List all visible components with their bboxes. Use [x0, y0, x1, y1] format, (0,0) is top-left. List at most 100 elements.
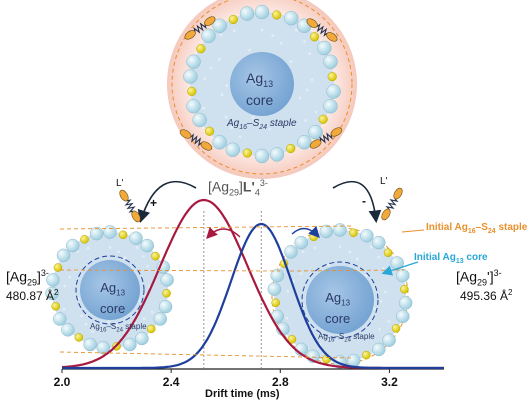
ligand	[309, 127, 343, 149]
sulfur-atom	[80, 235, 89, 244]
shell-speckle	[138, 299, 142, 303]
sulfur-atom	[272, 10, 282, 20]
silver-atom	[269, 147, 285, 162]
top-staple-label: Ag16–S24 staple	[227, 118, 297, 131]
shell-speckle	[91, 330, 95, 334]
silver-atom	[96, 340, 111, 355]
shell-speckle	[285, 316, 289, 320]
sulfur-atom	[349, 228, 358, 237]
free-ligand-right	[381, 187, 403, 221]
silver-atom	[201, 28, 216, 44]
initial-core-arrow	[381, 261, 419, 276]
silver-atom	[89, 226, 104, 241]
silver-atom	[372, 342, 386, 357]
sulfur-atom	[187, 86, 197, 96]
sulfur-atom	[53, 263, 63, 272]
silver-atom	[323, 98, 338, 114]
shell-speckle	[268, 127, 272, 131]
top-cluster	[179, 4, 343, 164]
left-cluster-formula: [Ag29]3-	[6, 268, 49, 288]
silver-atom	[284, 10, 299, 26]
silver-atom	[45, 286, 59, 301]
shell-speckle	[77, 297, 80, 300]
x-axis-title: Drift time (ms)	[205, 388, 280, 400]
x-tick-label: 2.0	[54, 375, 71, 389]
shell-speckle	[314, 110, 318, 114]
sulfur-atom	[162, 289, 171, 298]
shell-speckle	[286, 290, 290, 293]
sulfur-atom	[51, 301, 60, 311]
shell-speckle	[142, 254, 146, 258]
silver-atom	[239, 6, 255, 21]
silver-atom	[297, 134, 312, 150]
silver-atom	[396, 268, 410, 283]
silver-atom	[382, 333, 396, 347]
silver-atom	[254, 4, 270, 20]
shell-speckle	[303, 39, 307, 43]
shell-speckle	[135, 246, 139, 249]
silver-atom	[186, 98, 201, 114]
silver-atom	[135, 331, 149, 346]
shell-speckle	[230, 126, 233, 129]
silver-atom	[254, 148, 270, 164]
x-tick-label: 3.2	[381, 375, 398, 389]
initial-core-annotation: Initial Ag13 core	[414, 252, 488, 265]
ligand-cap	[381, 208, 391, 221]
left-cluster	[45, 225, 174, 355]
silver-atom	[153, 312, 167, 326]
ligand-loss-arrow	[137, 180, 197, 224]
top-cluster-label: [Ag29]L'43-	[208, 178, 268, 198]
shell-speckle	[151, 310, 154, 314]
silver-atom	[65, 238, 80, 253]
silver-atom	[212, 134, 227, 150]
sulfur-atom	[242, 148, 252, 158]
sulfur-atom	[391, 324, 401, 333]
shell-speckle	[80, 314, 84, 318]
red-curve-arrow	[206, 227, 241, 240]
initial-staple-annotation: Initial Ag16–S24 staple	[426, 222, 527, 235]
shell-speckle	[372, 307, 376, 310]
silver-atom	[140, 238, 155, 253]
shell-speckle	[338, 245, 342, 249]
shell-speckle	[289, 60, 293, 64]
silver-atom	[323, 54, 338, 70]
shell-speckle	[142, 317, 146, 321]
reference-lines	[203, 210, 262, 369]
left-staple-label: Ag16–S24 staple	[90, 322, 147, 334]
shell-speckle	[305, 88, 309, 92]
shell-speckle	[294, 28, 298, 32]
shell-speckle	[219, 33, 223, 37]
ligand	[179, 129, 213, 151]
ligand-minus-sign: -	[362, 194, 366, 208]
right-cluster	[267, 223, 413, 369]
shell-speckle	[279, 41, 283, 45]
silver-atom	[333, 223, 347, 237]
shell-speckle	[76, 250, 80, 254]
silver-atom	[390, 256, 404, 270]
sulfur-atom	[151, 251, 160, 261]
silver-atom	[158, 299, 173, 314]
shell-speckle	[108, 246, 112, 249]
ligand-cap	[326, 32, 338, 42]
ligand-cap	[306, 18, 318, 28]
sulfur-atom	[286, 143, 296, 154]
sulfur-atom	[118, 230, 128, 240]
shell-speckle	[224, 115, 228, 119]
silver-atom	[225, 142, 240, 158]
shell-speckle	[271, 34, 275, 37]
right-cluster-ccs: 495.36 Å2	[460, 288, 513, 303]
silver-atom	[183, 69, 198, 84]
silver-atom	[192, 112, 207, 128]
silver-atom	[396, 309, 410, 324]
silver-atom	[360, 228, 374, 243]
sulfur-atom	[318, 114, 328, 124]
sulfur-atom	[400, 284, 409, 294]
ligand-cap	[393, 187, 403, 200]
shell-speckle	[114, 324, 118, 328]
right-staple-label: Ag16–S24 staple	[318, 332, 375, 344]
sulfur-atom	[196, 44, 206, 54]
ligand	[184, 16, 216, 40]
ligand-spring	[316, 23, 328, 37]
